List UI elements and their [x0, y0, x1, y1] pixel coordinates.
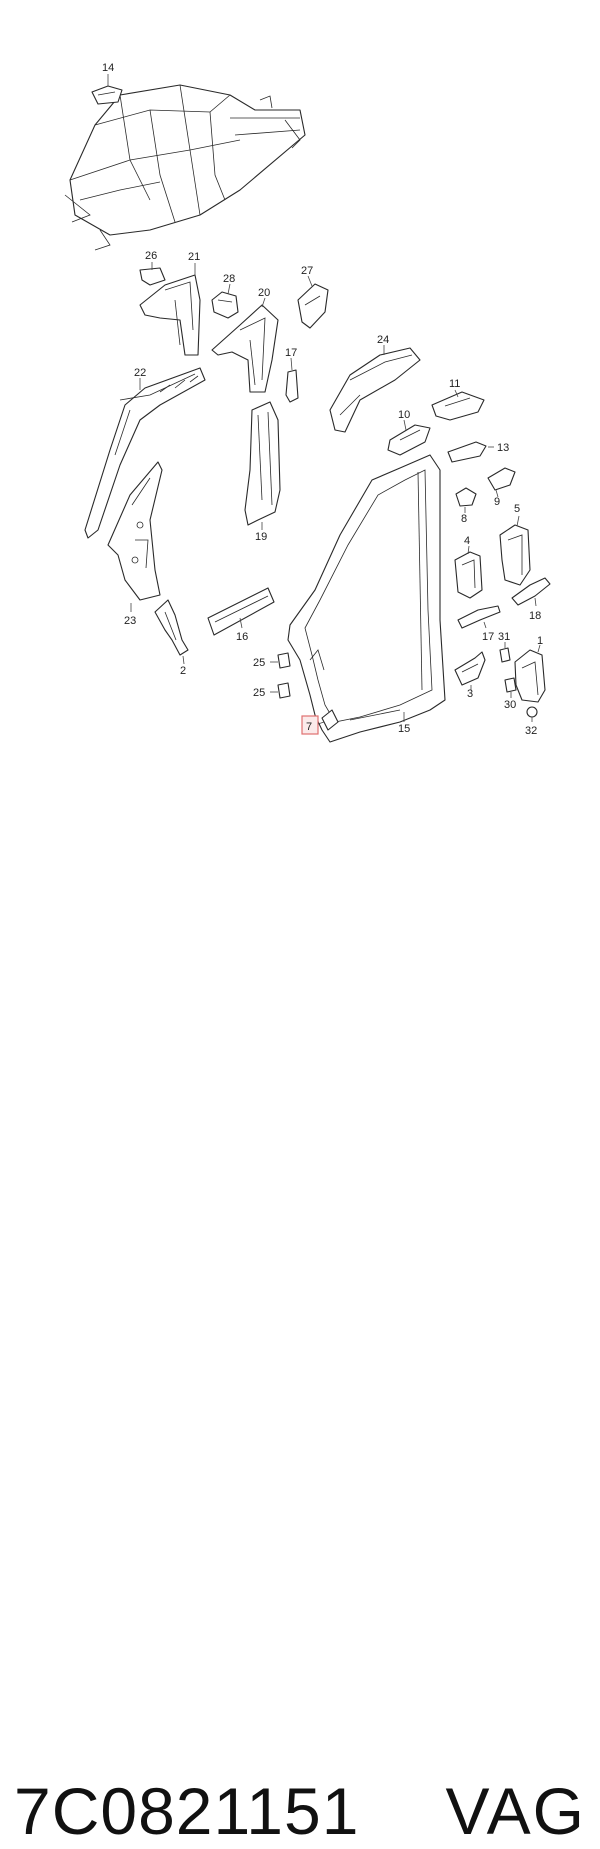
callout-20: 20: [258, 287, 270, 299]
part-23-item: 23: [107, 461, 163, 627]
part-26-item: 26: [139, 250, 166, 286]
part-10-item: 10: [387, 409, 431, 456]
callout-5: 5: [514, 503, 520, 515]
part-20-item: 20: [211, 287, 279, 393]
callout-15: 15: [398, 723, 410, 735]
callout-14: 14: [102, 62, 114, 74]
part-caption: 7C0821151 VAG: [0, 885, 600, 1848]
part-30-item: 30: [504, 677, 517, 711]
callout-23: 23: [124, 615, 136, 627]
callout-4: 4: [464, 535, 470, 547]
part-number-label: 7C0821151: [14, 1774, 360, 1848]
callout-17b: 17: [482, 631, 494, 643]
callout-25b: 25: [253, 687, 265, 699]
part-24-item: 24: [329, 334, 421, 433]
part-7-item: 7: [301, 709, 339, 735]
callout-32: 32: [525, 725, 537, 737]
callout-9: 9: [494, 496, 500, 508]
part-19-item: 19: [244, 401, 281, 543]
part-8-item: 8: [455, 487, 477, 525]
part-17a-item: 17: [285, 347, 299, 403]
callout-17a: 17: [285, 347, 297, 359]
callout-30: 30: [504, 699, 516, 711]
part-21-item: 21: [139, 251, 201, 356]
vehicle-body-overview: [64, 84, 306, 251]
callout-28: 28: [223, 273, 235, 285]
brand-label: VAG: [445, 1774, 586, 1848]
part-11-item: 11: [431, 378, 485, 421]
exploded-parts-diagram: 14 26 21 28 20 27 17: [64, 62, 551, 743]
part-27-item: 27: [297, 265, 329, 329]
callout-13: 13: [497, 442, 509, 454]
callout-2: 2: [180, 665, 186, 677]
part-25a-item: 25: [253, 652, 291, 669]
callout-7: 7: [306, 721, 312, 733]
part-15-side-panel: 15: [287, 454, 446, 743]
part-4-item: 4: [454, 535, 483, 599]
part-22-item: 22: [84, 367, 206, 539]
callout-21: 21: [188, 251, 200, 263]
part-9-item: 9: [487, 467, 516, 508]
part-5-item: 5: [499, 503, 531, 586]
callout-26: 26: [145, 250, 157, 262]
callout-11: 11: [449, 378, 460, 390]
callout-31: 31: [498, 631, 510, 643]
part-31-item: 31: [498, 631, 511, 663]
callout-27: 27: [301, 265, 313, 277]
part-16-item: 16: [207, 587, 275, 643]
part-17b-item: 17: [457, 605, 501, 643]
part-28-item: 28: [211, 273, 239, 319]
part-3-item: 3: [454, 651, 486, 700]
highlight-box: [301, 715, 319, 735]
part-25b-item: 25: [253, 682, 291, 699]
callout-16: 16: [236, 631, 248, 643]
callout-24: 24: [377, 334, 389, 346]
callout-22: 22: [134, 367, 146, 379]
part-1-item: 1: [514, 635, 546, 703]
part-2-item: 2: [154, 599, 189, 677]
callout-1: 1: [537, 635, 543, 647]
callout-19: 19: [255, 531, 267, 543]
callout-25a: 25: [253, 657, 265, 669]
callout-8: 8: [461, 513, 467, 525]
callout-18: 18: [529, 610, 541, 622]
callout-3: 3: [467, 688, 473, 700]
callout-10: 10: [398, 409, 410, 421]
part-18-item: 18: [511, 577, 551, 622]
part-13-item: 13: [447, 441, 509, 463]
part-32-item: 32: [525, 706, 538, 737]
part-14-item: 14: [91, 62, 123, 105]
